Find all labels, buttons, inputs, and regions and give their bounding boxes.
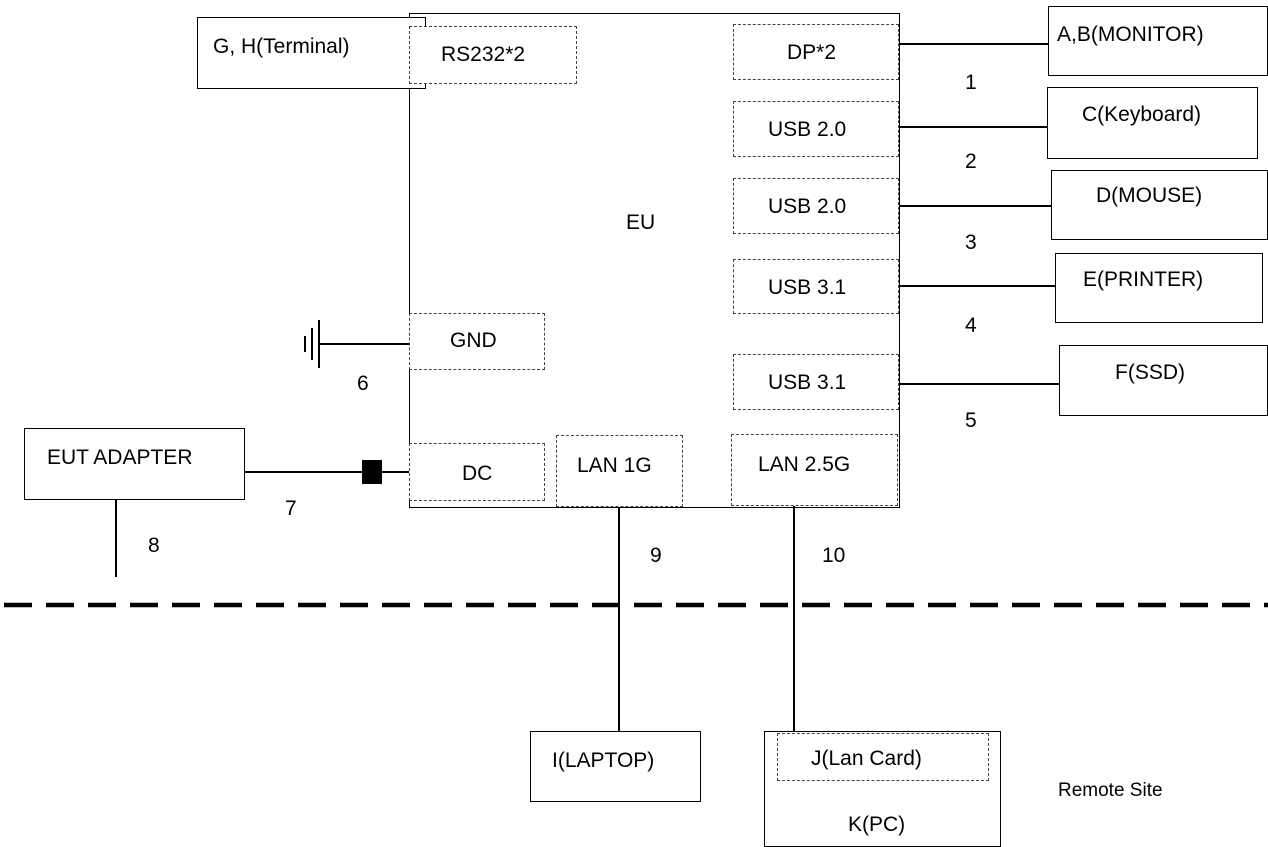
eut-label: EU [626,211,656,234]
cable-3-line [899,205,1051,207]
port-usb20-b [733,178,899,234]
device-lan-card-label: J(Lan Card) [811,747,922,770]
cable-label-6: 6 [357,372,369,395]
device-adapter [24,428,245,500]
port-usb31-b-label: USB 3.1 [768,371,847,394]
port-usb20-a-label: USB 2.0 [768,118,847,141]
ground-icon-bar3 [304,336,306,352]
device-keyboard-label: C(Keyboard) [1082,103,1202,126]
port-dc-label: DC [462,462,493,485]
remote-site-divider [4,602,1268,608]
device-printer-label: E(PRINTER) [1083,268,1204,291]
device-terminal [197,17,426,89]
device-printer [1055,253,1263,323]
cable-label-1: 1 [965,71,977,94]
remote-site-label: Remote Site [1058,780,1163,801]
device-lan-card [777,733,989,781]
cable-label-4: 4 [965,314,977,337]
cable-8-line [115,500,117,577]
port-dc [409,443,545,501]
ground-icon-bar1 [318,320,320,368]
device-terminal-label: G, H(Terminal) [213,35,350,58]
device-adapter-label: EUT ADAPTER [47,446,193,469]
port-lan1g [556,435,683,507]
cable-1-line [899,43,1048,45]
device-mouse [1051,170,1268,240]
cable-label-9: 9 [650,544,662,567]
cable-label-2: 2 [965,150,977,173]
device-pc-label: K(PC) [848,813,906,836]
device-keyboard [1047,87,1258,159]
cable-9-line [618,507,620,731]
port-gnd [409,313,545,370]
port-dp [733,24,899,80]
device-laptop [530,731,701,802]
cable-2-line [899,126,1047,128]
ground-icon-bar2 [311,328,313,360]
cable-7-line [245,471,409,473]
cable-10-line [793,506,795,733]
port-usb31-a [733,259,899,314]
cable-label-10: 10 [822,544,846,567]
cable-label-8: 8 [148,534,160,557]
cable-6-line [318,343,409,345]
port-lan25g [731,434,898,506]
device-monitor [1048,6,1268,76]
port-lan25g-label: LAN 2.5G [758,453,851,476]
port-usb31-a-label: USB 3.1 [768,276,847,299]
device-ssd-label: F(SSD) [1115,361,1185,384]
port-rs232 [409,26,577,84]
port-lan1g-label: LAN 1G [577,454,652,477]
port-dp-label: DP*2 [787,41,837,64]
port-usb20-a [733,101,899,157]
port-usb20-b-label: USB 2.0 [768,195,847,218]
device-laptop-label: I(LAPTOP) [552,749,655,772]
port-usb31-b [733,354,899,410]
port-rs232-label: RS232*2 [441,43,526,66]
cable-5-line [899,383,1059,385]
device-mouse-label: D(MOUSE) [1096,184,1203,207]
device-ssd [1059,345,1268,416]
cable-label-5: 5 [965,409,977,432]
cable-label-3: 3 [965,231,977,254]
cable-label-7: 7 [285,497,297,520]
device-monitor-label: A,B(MONITOR) [1057,23,1204,46]
ferrite-core-icon [362,460,382,484]
port-gnd-label: GND [450,329,497,352]
cable-4-line [899,285,1055,287]
